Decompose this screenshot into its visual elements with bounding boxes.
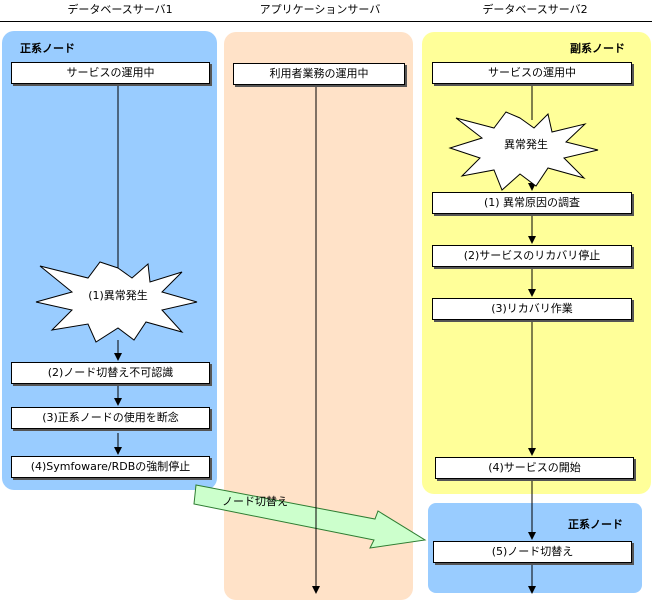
column-header-app-server: アプリケーションサーバ	[259, 3, 381, 16]
right-step1-box: (1) 異常原因の調査	[432, 192, 632, 214]
header-divider	[0, 21, 652, 22]
left-step4-box: (4)Symfoware/RDBの強制停止	[11, 456, 210, 478]
app-service-box: 利用者業務の運用中	[233, 63, 405, 85]
right-step2-box: (2)サービスのリカバリ停止	[432, 245, 632, 267]
right-step5-box: (5)ノード切替え	[433, 541, 632, 563]
node-switch-label: ノード切替え	[222, 495, 288, 508]
panel-title-secondary: 副系ノード	[570, 42, 625, 55]
panel-title-primary-bottom: 正系ノード	[568, 518, 623, 531]
panel-title-primary-left: 正系ノード	[20, 42, 75, 55]
left-step3-box: (3)正系ノードの使用を断念	[11, 407, 210, 429]
left-step2-box: (2)ノード切替え不可認識	[11, 362, 210, 384]
column-header-server2: データベースサーバ2	[482, 3, 588, 16]
anomaly-label-left: (1)異常発生	[88, 289, 148, 302]
node-switch-arrow	[193, 484, 427, 549]
column-header-server1: データベースサーバ1	[67, 3, 173, 16]
right-service-box: サービスの運用中	[432, 62, 632, 84]
anomaly-burst-left	[35, 261, 198, 343]
left-service-box: サービスの運用中	[11, 62, 210, 84]
right-step3-box: (3)リカバリ作業	[432, 298, 632, 320]
anomaly-label-right: 異常発生	[504, 138, 548, 151]
anomaly-burst-right	[448, 111, 599, 191]
right-step4-box: (4)サービスの開始	[435, 457, 634, 479]
